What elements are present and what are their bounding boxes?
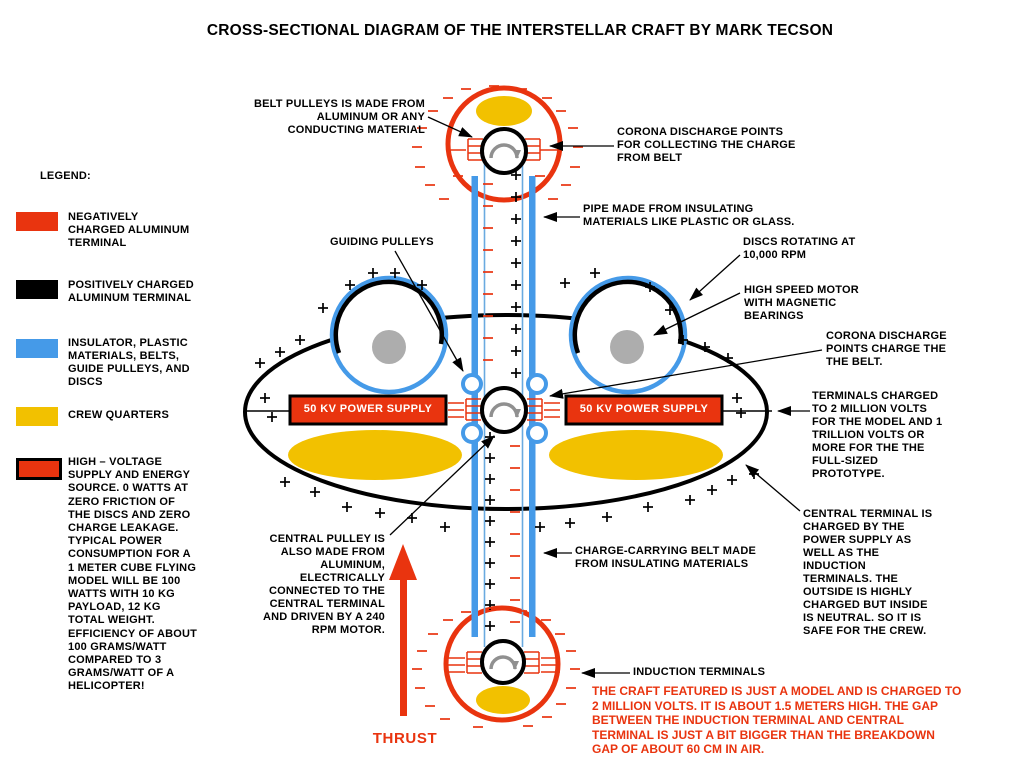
legend-swatch-crew-quarters [16, 407, 58, 426]
label-terminals-charged: TERMINALS CHARGED TO 2 MILLION VOLTS FOR… [812, 390, 943, 480]
label-central-pulley: CENTRAL PULLEY IS ALSO MADE FROM ALUMINU… [263, 533, 385, 636]
label-discs-rpm: DISCS ROTATING AT 10,000 RPM [743, 236, 856, 261]
label-guiding-pulleys: GUIDING PULLEYS [330, 236, 434, 248]
thrust-label: THRUST [372, 730, 438, 747]
page-title: CROSS-SECTIONAL DIAGRAM OF THE INTERSTEL… [206, 22, 834, 39]
belt-pulley-bottom [480, 639, 526, 685]
right-disc [568, 275, 688, 395]
legend-swatch-positive-terminal [16, 280, 58, 299]
left-motor [372, 330, 406, 364]
left-power-supply-label: 50 KV POWER SUPPLY [303, 403, 433, 415]
corona-combs [446, 138, 560, 674]
label-charge-belt: CHARGE-CARRYING BELT MADE FROM INSULATIN… [575, 545, 756, 570]
legend-label-hv-supply: HIGH – VOLTAGE SUPPLY AND ENERGY SOURCE.… [68, 456, 198, 693]
central-pulley [480, 386, 528, 434]
label-corona-discharge-mid: CORONA DISCHARGE POINTS CHARGE THE THE B… [826, 330, 947, 368]
top-crew-quarters [476, 96, 532, 126]
model-note-text: THE CRAFT FEATURED IS JUST A MODEL AND I… [592, 684, 962, 757]
right-power-supply-box [564, 394, 724, 426]
legend-label-positive-terminal: POSITIVELY CHARGED ALUMINUM TERMINAL [68, 279, 194, 304]
right-power-supply-label: 50 KV POWER SUPPLY [579, 403, 709, 415]
legend-label-insulator: INSULATOR, PLASTIC MATERIALS, BELTS, GUI… [68, 337, 190, 388]
leader-lines [389, 116, 823, 678]
rotation-arrow-icon [489, 143, 521, 159]
label-insulating-pipe: PIPE MADE FROM INSULATING MATERIALS LIKE… [583, 203, 795, 228]
guiding-pulleys [461, 373, 548, 444]
label-corona-discharge-top: CORONA DISCHARGE POINTS FOR COLLECTING T… [617, 126, 796, 164]
belt-pulley-top [480, 127, 528, 175]
bottom-crew-quarters [476, 686, 530, 714]
left-disc [329, 275, 449, 395]
legend-swatch-negative-terminal [16, 212, 58, 231]
label-central-terminal: CENTRAL TERMINAL IS CHARGED BY THE POWER… [803, 508, 933, 637]
legend-label-negative-terminal: NEGATIVELY CHARGED ALUMINUM TERMINAL [68, 211, 190, 249]
legend-swatch-hv-supply [16, 458, 62, 480]
left-crew-quarters [288, 430, 462, 480]
thrust-arrow-icon [389, 544, 417, 716]
right-motor [610, 330, 644, 364]
rotation-arrow-icon [489, 655, 519, 670]
label-induction-terminals: INDUCTION TERMINALS [633, 666, 766, 678]
legend-label-crew-quarters: CREW QUARTERS [68, 409, 169, 421]
label-belt-pulleys: BELT PULLEYS IS MADE FROM ALUMINUM OR AN… [253, 98, 425, 136]
left-power-supply-box [288, 394, 448, 426]
right-crew-quarters [549, 430, 723, 480]
legend-heading: LEGEND: [40, 170, 91, 182]
label-high-speed-motor: HIGH SPEED MOTOR WITH MAGNETIC BEARINGS [744, 284, 859, 322]
rotation-arrow-icon [489, 402, 521, 418]
legend-swatch-insulator [16, 339, 58, 358]
